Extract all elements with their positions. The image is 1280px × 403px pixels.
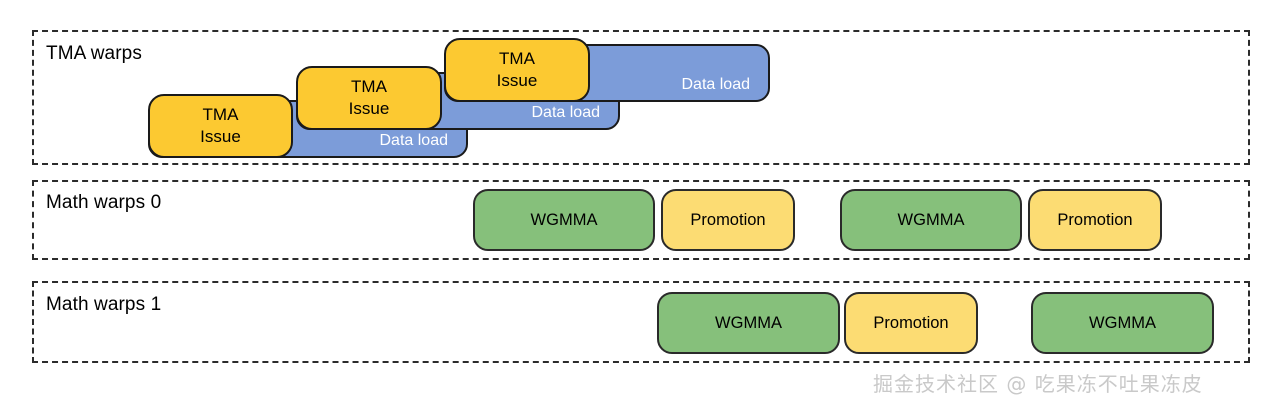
data-load-label-2: Data load xyxy=(531,104,601,121)
lane-tma-warps xyxy=(32,30,1250,165)
watermark-text: 掘金技术社区 @ 吃果冻不吐果冻皮 xyxy=(873,372,1203,396)
tma-issue-line2-2: Issue xyxy=(348,99,390,118)
tma-issue-line2-3: Issue xyxy=(496,71,538,90)
math0-block-promotion-2: Promotion xyxy=(1028,189,1162,251)
tma-issue-line1-2: TMA xyxy=(351,76,387,96)
lane-math-warps-0 xyxy=(32,180,1250,260)
math0-block-label-1: WGMMA xyxy=(530,210,598,229)
tma-issue-box-2: TMA Issue xyxy=(296,66,442,130)
tma-issue-box-1: TMA Issue xyxy=(148,94,293,158)
tma-issue-box-3: TMA Issue xyxy=(444,38,590,102)
lane-math-warps-1 xyxy=(32,281,1250,363)
math0-block-label-3: WGMMA xyxy=(897,210,965,229)
math0-block-wgmma-2: WGMMA xyxy=(840,189,1022,251)
math1-block-wgmma-2: WGMMA xyxy=(1031,292,1214,354)
math0-block-wgmma-1: WGMMA xyxy=(473,189,655,251)
data-load-label-1: Data load xyxy=(379,132,449,149)
math0-block-promotion-1: Promotion xyxy=(661,189,795,251)
math0-block-label-2: Promotion xyxy=(690,210,766,229)
math0-block-label-4: Promotion xyxy=(1057,210,1133,229)
math1-block-label-3: WGMMA xyxy=(1089,313,1156,332)
data-load-label-3: Data load xyxy=(681,76,751,93)
math1-block-label-1: WGMMA xyxy=(715,313,782,332)
lane-label-math-warps-0: Math warps 0 xyxy=(46,192,162,213)
tma-issue-line1-3: TMA xyxy=(499,48,535,68)
math1-block-wgmma-1: WGMMA xyxy=(657,292,840,354)
tma-issue-line1-1: TMA xyxy=(202,104,239,124)
math1-block-promotion-1: Promotion xyxy=(844,292,978,354)
lane-label-math-warps-1: Math warps 1 xyxy=(46,294,162,315)
lane-label-tma-warps: TMA warps xyxy=(46,43,142,64)
math1-block-label-2: Promotion xyxy=(873,313,949,332)
tma-issue-line2-1: Issue xyxy=(200,127,241,146)
